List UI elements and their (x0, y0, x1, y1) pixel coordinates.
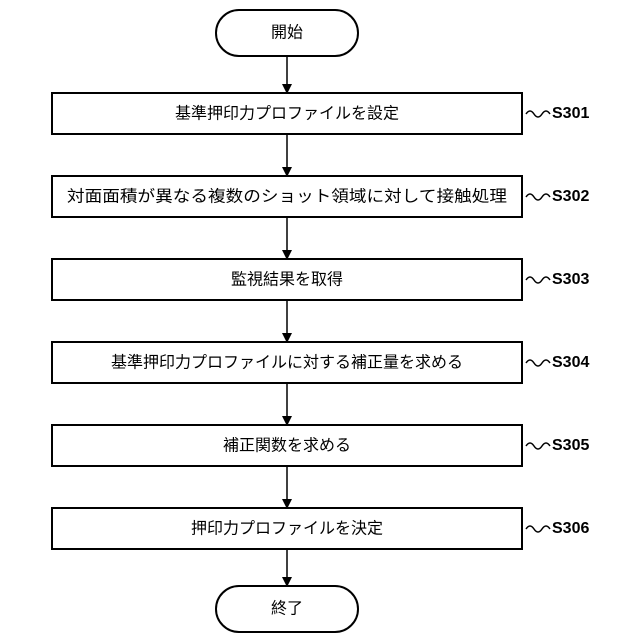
process-step-s306: 押印力プロファイルを決定 S306 (52, 508, 589, 549)
step-label: S304 (552, 354, 589, 371)
step-text: 押印力プロファイルを決定 (191, 519, 383, 538)
step-label: S302 (552, 188, 589, 205)
step-text: 監視結果を取得 (231, 270, 343, 289)
step-label: S306 (552, 520, 589, 537)
process-step-s301: 基準押印力プロファイルを設定 S301 (52, 93, 589, 134)
process-step-s303: 監視結果を取得 S303 (52, 259, 589, 300)
step-label: S303 (552, 271, 589, 288)
end-terminal: 終了 (216, 586, 358, 632)
leader-tilde (526, 111, 550, 117)
process-step-s304: 基準押印力プロファイルに対する補正量を求める S304 (52, 342, 589, 383)
step-label: S305 (552, 437, 589, 454)
leader-tilde (526, 277, 550, 283)
step-text: 基準押印力プロファイルに対する補正量を求める (111, 353, 463, 372)
end-label: 終了 (271, 599, 303, 618)
step-text: 補正関数を求める (223, 436, 351, 455)
process-step-s302: 対面面積が異なる複数のショット領域に対して接触処理 S302 (52, 176, 589, 217)
leader-tilde (526, 194, 550, 200)
start-terminal: 開始 (216, 10, 358, 56)
leader-tilde (526, 526, 550, 532)
step-text: 基準押印力プロファイルを設定 (175, 104, 399, 123)
step-label: S301 (552, 105, 589, 122)
start-label: 開始 (271, 23, 303, 42)
leader-tilde (526, 360, 550, 366)
leader-tilde (526, 443, 550, 449)
process-step-s305: 補正関数を求める S305 (52, 425, 589, 466)
step-text: 対面面積が異なる複数のショット領域に対して接触処理 (67, 187, 507, 206)
